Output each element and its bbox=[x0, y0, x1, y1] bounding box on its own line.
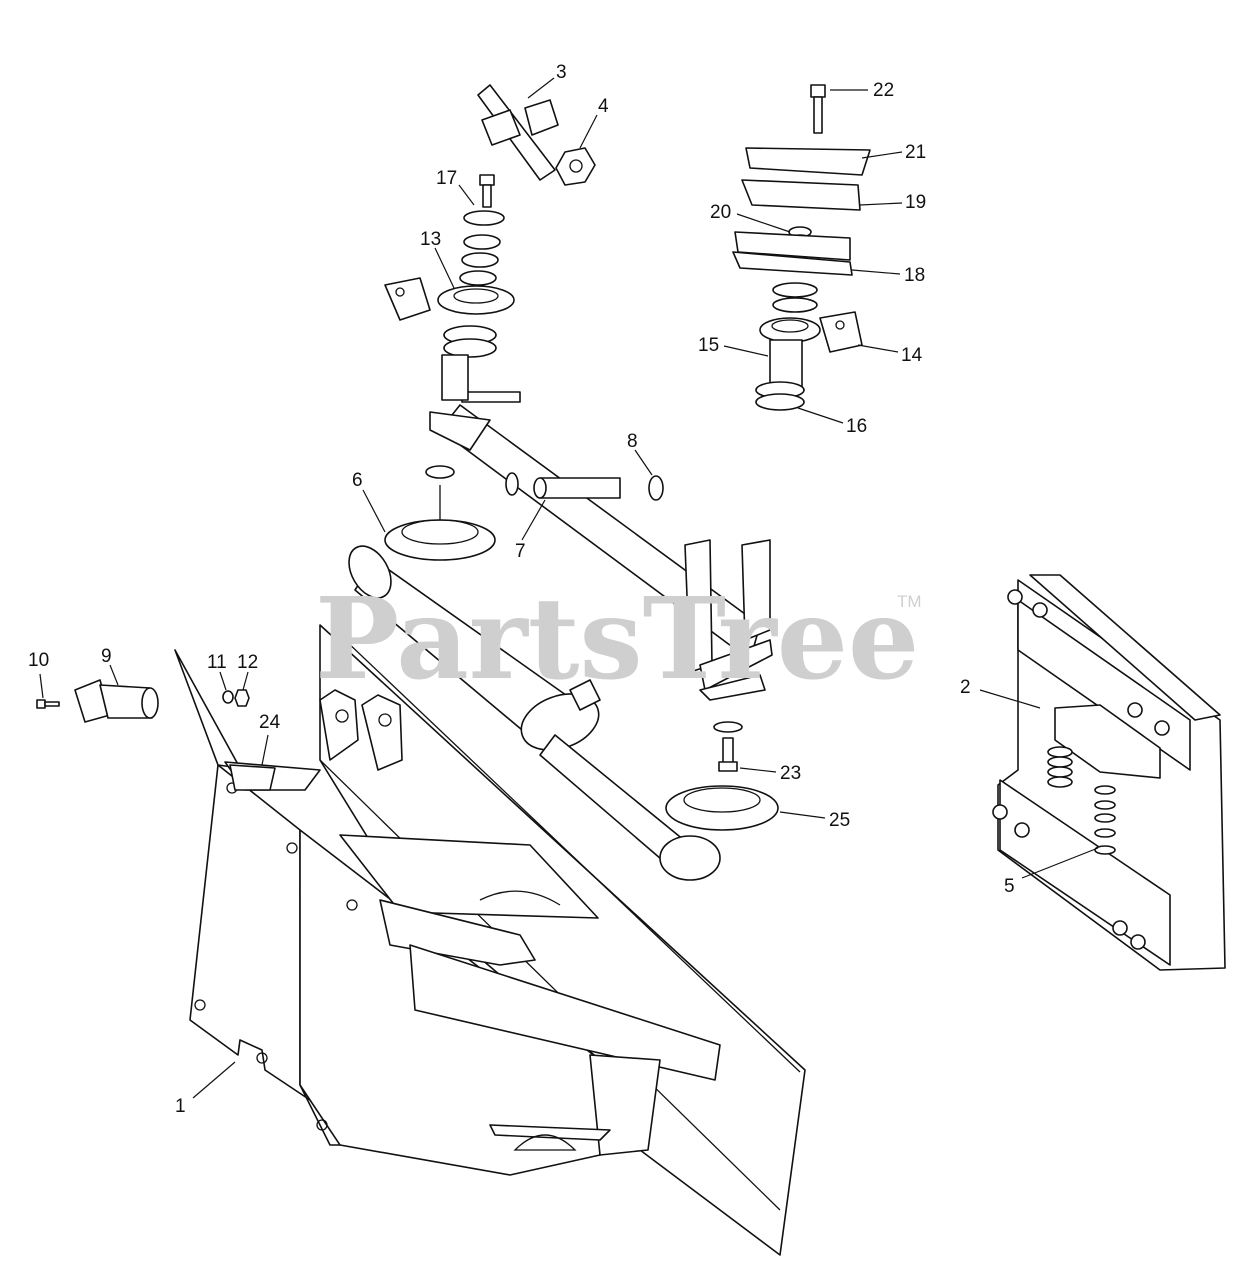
watermark-trademark: TM bbox=[897, 592, 922, 611]
callout-22[interactable]: 22 bbox=[830, 80, 894, 101]
callout-18[interactable]: 18 bbox=[851, 265, 925, 286]
part-14-bracket bbox=[819, 311, 863, 353]
part-3-pin bbox=[477, 84, 559, 181]
callout-label: 2 bbox=[960, 677, 971, 698]
part-13-bearing-stack bbox=[437, 210, 515, 401]
callout-label: 7 bbox=[515, 541, 526, 562]
callout-label: 10 bbox=[28, 650, 49, 671]
callout-21[interactable]: 21 bbox=[861, 142, 926, 163]
callout-8[interactable]: 8 bbox=[627, 431, 653, 476]
callout-label: 23 bbox=[780, 763, 801, 784]
part-17-bolt bbox=[479, 174, 495, 208]
callout-label: 24 bbox=[259, 712, 281, 733]
watermark: PartsTree TM bbox=[315, 574, 922, 705]
callout-3[interactable]: 3 bbox=[527, 62, 567, 99]
callout-label: 4 bbox=[598, 96, 609, 117]
callout-2[interactable]: 2 bbox=[960, 677, 1041, 709]
part-6-seal bbox=[384, 465, 496, 561]
part-12-nut bbox=[234, 689, 250, 707]
callout-label: 15 bbox=[698, 335, 719, 356]
part-10-bolt bbox=[36, 699, 60, 709]
callout-label: 18 bbox=[904, 265, 925, 286]
callout-20[interactable]: 20 bbox=[710, 202, 791, 233]
callout-label: 20 bbox=[710, 202, 731, 223]
part-19-plate bbox=[741, 179, 861, 211]
part-7-pin bbox=[533, 477, 621, 499]
pivot-arm bbox=[429, 391, 773, 701]
callout-label: 13 bbox=[420, 229, 441, 250]
callout-15[interactable]: 15 bbox=[698, 335, 769, 357]
callout-9[interactable]: 9 bbox=[101, 646, 119, 686]
callout-16[interactable]: 16 bbox=[797, 407, 867, 437]
callout-label: 22 bbox=[873, 80, 894, 101]
part-25-seal bbox=[665, 785, 779, 831]
callout-4[interactable]: 4 bbox=[579, 96, 609, 149]
callout-11[interactable]: 11 bbox=[207, 652, 227, 691]
callout-19[interactable]: 19 bbox=[859, 192, 926, 213]
part-16-spring bbox=[755, 381, 805, 411]
callout-label: 16 bbox=[846, 416, 867, 437]
callout-label: 17 bbox=[436, 168, 457, 189]
callout-23[interactable]: 23 bbox=[739, 763, 801, 784]
callout-5[interactable]: 5 bbox=[1004, 847, 1099, 897]
callout-label: 6 bbox=[352, 470, 363, 491]
callout-label: 1 bbox=[175, 1096, 186, 1117]
part-11-washer bbox=[222, 690, 234, 704]
callout-label: 8 bbox=[627, 431, 638, 452]
part-4-nut bbox=[555, 147, 596, 186]
callout-label: 19 bbox=[905, 192, 926, 213]
callout-7[interactable]: 7 bbox=[515, 499, 546, 562]
callouts: 1 2 3 4 5 6 7 8 bbox=[28, 62, 1099, 1117]
hydraulic-cylinder bbox=[348, 545, 721, 881]
callout-label: 11 bbox=[207, 652, 227, 673]
part-23-bolt bbox=[713, 721, 743, 772]
left-bracket bbox=[384, 277, 431, 321]
callout-25[interactable]: 25 bbox=[779, 810, 850, 831]
part-22-bolt bbox=[810, 84, 826, 134]
callout-12[interactable]: 12 bbox=[237, 652, 258, 691]
callout-label: 14 bbox=[901, 345, 923, 366]
part-8-ring bbox=[505, 472, 664, 501]
part-1-main-frame bbox=[174, 624, 806, 1256]
watermark-text: PartsTree bbox=[315, 574, 919, 705]
callout-label: 25 bbox=[829, 810, 850, 831]
callout-label: 12 bbox=[237, 652, 258, 673]
part-9-bushing bbox=[74, 679, 159, 723]
callout-13[interactable]: 13 bbox=[420, 229, 455, 289]
callout-17[interactable]: 17 bbox=[436, 168, 475, 206]
callout-24[interactable]: 24 bbox=[259, 712, 281, 766]
callout-6[interactable]: 6 bbox=[352, 470, 386, 533]
callout-label: 9 bbox=[101, 646, 112, 667]
callout-label: 3 bbox=[556, 62, 567, 83]
part-24-bracket bbox=[224, 761, 321, 791]
callout-label: 5 bbox=[1004, 876, 1015, 897]
part-21-channel bbox=[745, 147, 871, 176]
callout-10[interactable]: 10 bbox=[28, 650, 49, 699]
callout-1[interactable]: 1 bbox=[175, 1061, 236, 1117]
part-18-plate bbox=[732, 231, 853, 276]
part-2-plate-assembly bbox=[992, 574, 1226, 971]
part-15-bearing-stack bbox=[759, 282, 821, 391]
callout-label: 21 bbox=[905, 142, 926, 163]
callout-14[interactable]: 14 bbox=[857, 344, 923, 366]
